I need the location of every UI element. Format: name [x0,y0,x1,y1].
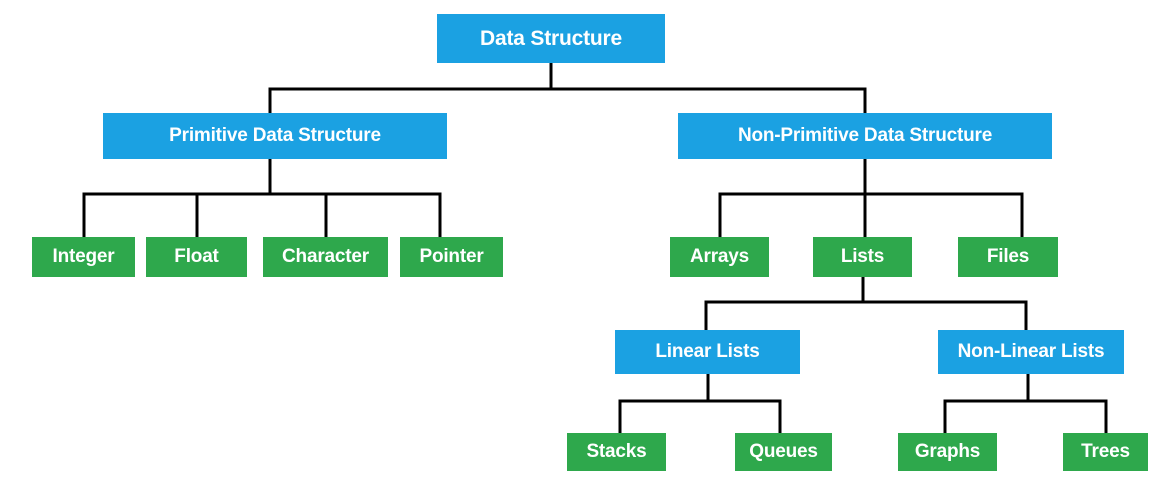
node-float: Float [146,237,247,277]
node-character: Character [263,237,388,277]
node-non-linear-lists: Non-Linear Lists [938,330,1124,374]
node-primitive-data-structure: Primitive Data Structure [103,113,447,159]
node-files: Files [958,237,1058,277]
node-trees: Trees [1063,433,1148,471]
node-stacks: Stacks [567,433,666,471]
node-data-structure: Data Structure [437,14,665,63]
node-integer: Integer [32,237,135,277]
node-arrays: Arrays [670,237,769,277]
node-non-primitive-data-structure: Non-Primitive Data Structure [678,113,1052,159]
node-lists: Lists [813,237,912,277]
node-linear-lists: Linear Lists [615,330,800,374]
node-pointer: Pointer [400,237,503,277]
node-queues: Queues [735,433,832,471]
node-graphs: Graphs [898,433,997,471]
